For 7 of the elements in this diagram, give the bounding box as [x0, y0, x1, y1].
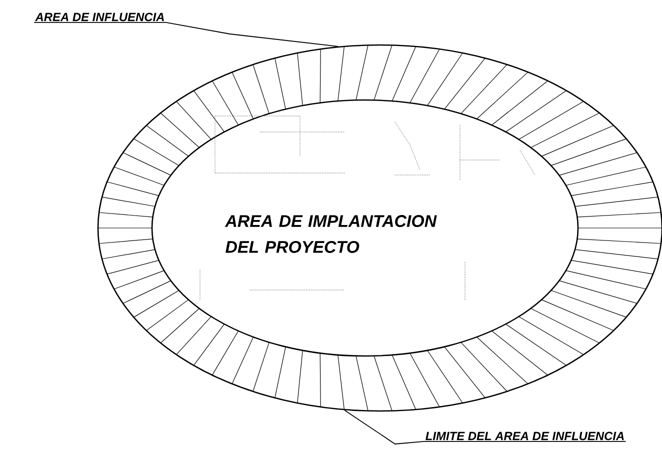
callout-label: LIMITE DEL AREA DE INFLUENCIA — [426, 432, 624, 440]
area-label: AREA DE IMPLANTACION DEL PROYECTO — [224, 215, 437, 253]
project-area-ellipse — [151, 99, 579, 357]
influence-ring-drawing — [97, 44, 662, 412]
leader-line — [34, 22, 339, 47]
callout-label: AREA DE INFLUENCIA — [35, 12, 164, 22]
leader-line — [344, 410, 626, 444]
